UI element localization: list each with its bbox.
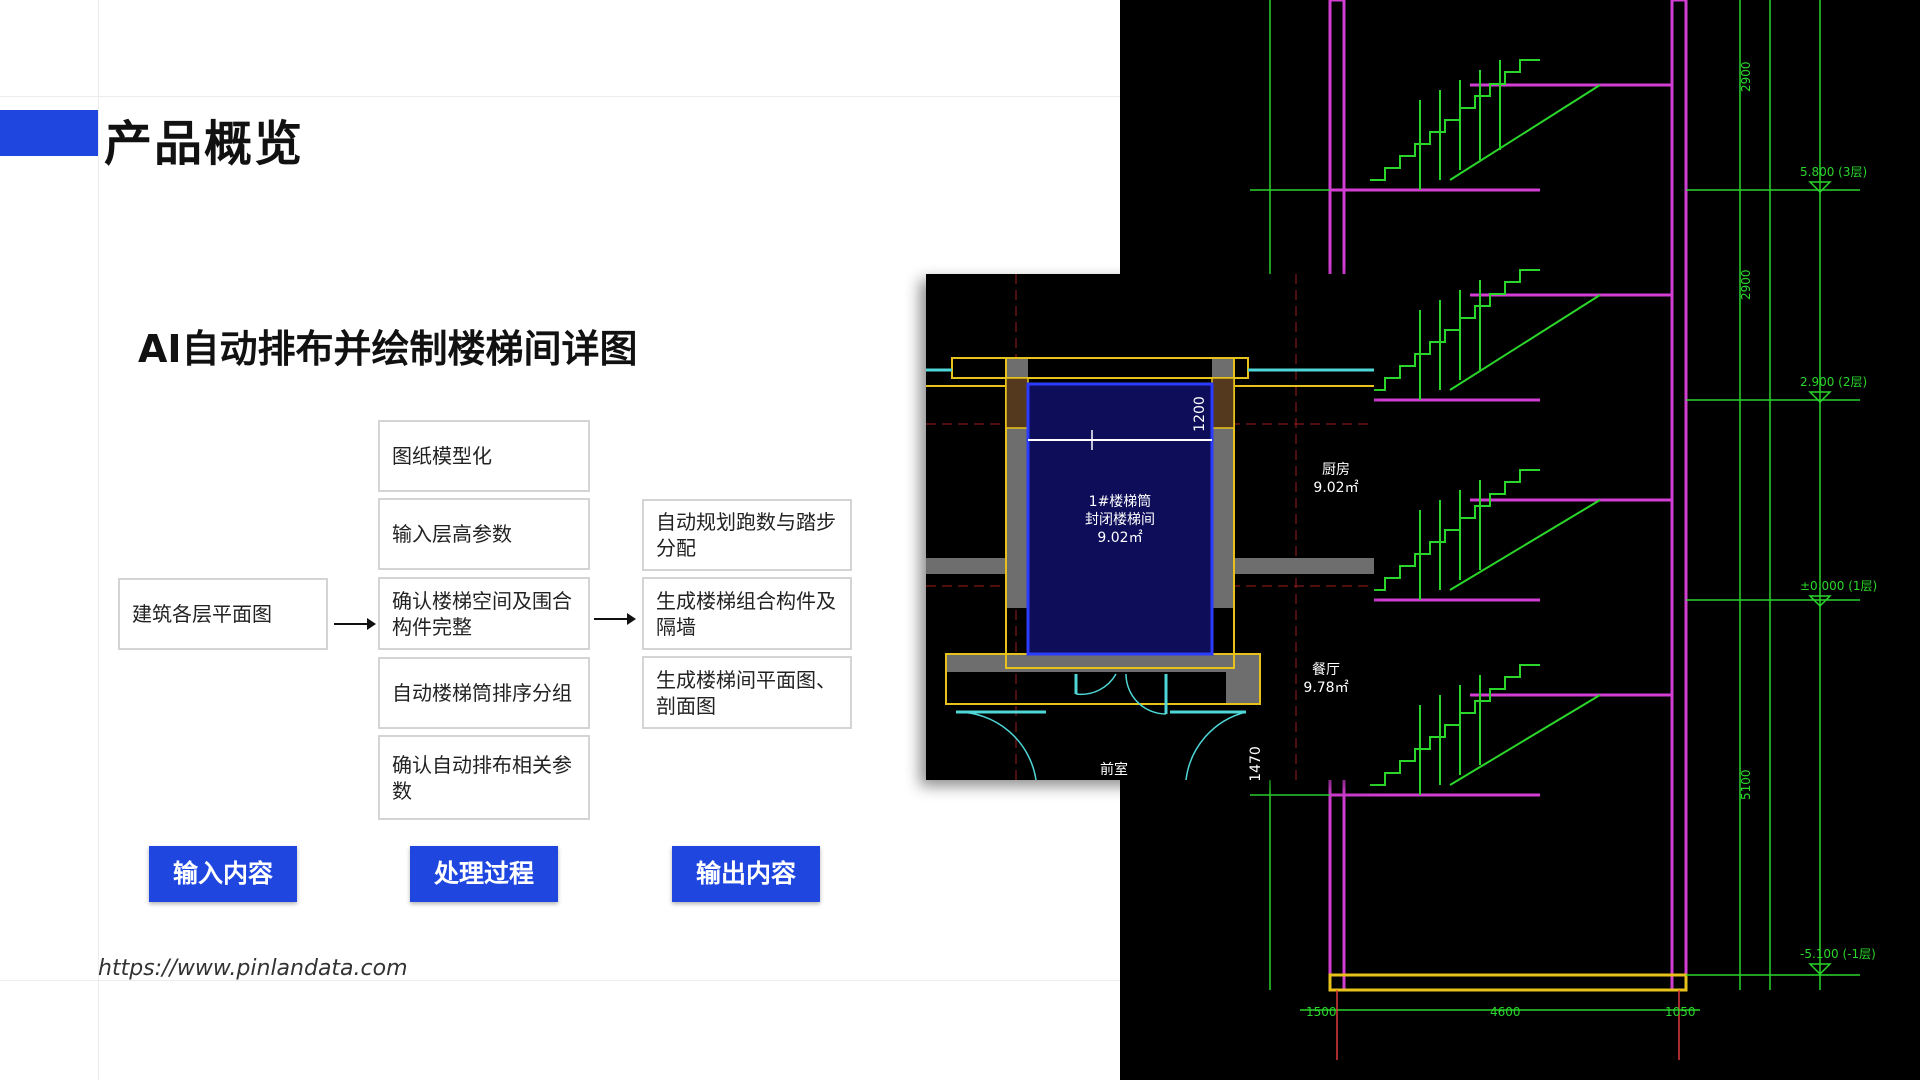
stair-area: 9.02㎡ xyxy=(1097,530,1142,546)
process-item-label: 自动楼梯筒排序分组 xyxy=(392,681,572,705)
process-item-floor-height: 输入层高参数 xyxy=(378,498,590,570)
process-item-label: 确认自动排布相关参数 xyxy=(392,752,572,803)
input-item-label: 建筑各层平面图 xyxy=(132,602,272,626)
section-subtitle: AI自动排布并绘制楼梯间详图 xyxy=(138,327,638,371)
tag-input-content[interactable]: 输入内容 xyxy=(149,846,297,902)
elevation-label-2: 2.900 (2层) xyxy=(1800,375,1867,389)
floor-plan-inset: 1#楼梯筒 封闭楼梯间 9.02㎡ 厨房 9.02㎡ 餐厅 9.78㎡ 前室 1… xyxy=(926,274,1374,782)
process-item-confirm-space: 确认楼梯空间及围合构件完整 xyxy=(378,577,590,650)
anteroom-label: 前室 xyxy=(1100,761,1128,778)
output-item-label: 自动规划跑数与踏步分配 xyxy=(656,510,836,560)
guide-line-bottom xyxy=(0,980,1120,981)
output-item-components: 生成楼梯组合构件及隔墙 xyxy=(642,577,852,650)
stair-label-1: 1#楼梯筒 xyxy=(1089,493,1152,510)
kitchen-label: 厨房 xyxy=(1322,462,1350,478)
process-item-modeling: 图纸模型化 xyxy=(378,420,590,492)
dining-label: 餐厅 xyxy=(1312,662,1340,678)
arrow-process-to-output xyxy=(594,613,636,625)
process-item-label: 图纸模型化 xyxy=(392,444,492,468)
input-item-floor-plans: 建筑各层平面图 xyxy=(118,578,328,650)
dining-area: 9.78㎡ xyxy=(1303,680,1348,696)
elevation-label-b1: -5.100 (-1层) xyxy=(1800,947,1876,961)
output-item-plan-runs: 自动规划跑数与踏步分配 xyxy=(642,499,852,571)
process-item-confirm-params: 确认自动排布相关参数 xyxy=(378,735,590,820)
process-item-auto-sort: 自动楼梯筒排序分组 xyxy=(378,657,590,729)
guide-line-top xyxy=(0,96,1120,97)
output-item-drawings: 生成楼梯间平面图、剖面图 xyxy=(642,656,852,729)
elevation-label-3: 5.800 (3层) xyxy=(1800,165,1867,179)
dim-1200: 1200 xyxy=(1192,396,1208,432)
floor-height-label-2: 2900 xyxy=(1739,269,1753,300)
page-title: 产品概览 xyxy=(104,116,305,172)
dim-1470: 1470 xyxy=(1248,746,1264,780)
stair-section-svg: 1500 4600 1050 5.800 (3层) 2.900 (2层) ±0.… xyxy=(1250,0,1877,1060)
tag-process[interactable]: 处理过程 xyxy=(410,846,558,902)
floor-height-label-3: 5100 xyxy=(1739,769,1753,800)
website-url[interactable]: https://www.pinlandata.com xyxy=(98,956,408,981)
output-item-label: 生成楼梯间平面图、剖面图 xyxy=(656,667,836,718)
output-item-label: 生成楼梯组合构件及隔墙 xyxy=(656,588,836,639)
stair-label-2: 封闭楼梯间 xyxy=(1085,512,1155,528)
process-item-label: 确认楼梯空间及围合构件完整 xyxy=(392,588,572,639)
elevation-label-1: ±0.000 (1层) xyxy=(1800,579,1877,593)
dim-bottom-left: 1500 xyxy=(1306,1005,1337,1019)
arrow-input-to-process xyxy=(334,618,376,630)
dim-bottom-mid: 4600 xyxy=(1490,1005,1521,1019)
kitchen-area: 9.02㎡ xyxy=(1313,480,1358,496)
dim-bottom-right: 1050 xyxy=(1665,1005,1696,1019)
floor-plan-svg: 1#楼梯筒 封闭楼梯间 9.02㎡ 厨房 9.02㎡ 餐厅 9.78㎡ 前室 1… xyxy=(926,274,1374,782)
process-item-label: 输入层高参数 xyxy=(392,522,512,546)
guide-line-vertical xyxy=(98,0,99,1080)
tag-output-content[interactable]: 输出内容 xyxy=(672,846,820,902)
floor-height-label-1: 2900 xyxy=(1739,61,1753,92)
title-accent-bar xyxy=(0,110,98,156)
